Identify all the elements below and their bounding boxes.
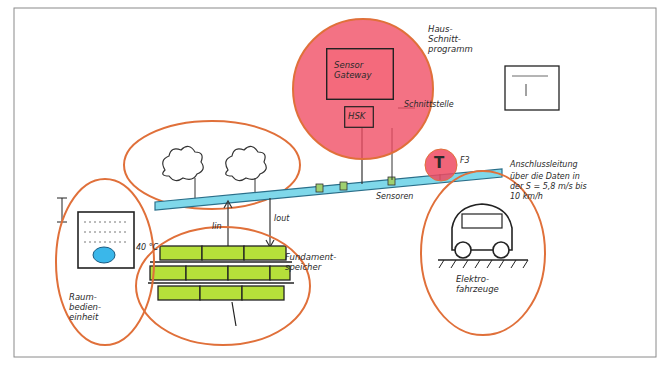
leader-line <box>232 302 236 326</box>
device-box <box>78 212 134 268</box>
ground-hatch <box>439 260 528 268</box>
monitor-line <box>512 76 548 77</box>
highlight-circle-shape <box>293 19 433 159</box>
brick <box>150 266 186 280</box>
sensor-circle: T <box>424 148 458 182</box>
gateway-box-shape <box>327 49 394 100</box>
cloud-symbol <box>226 146 267 180</box>
group-ellipse-shape <box>56 179 154 345</box>
annotation-label: Schnittstelle <box>404 100 464 110</box>
device-grid <box>84 242 128 243</box>
car-wheel <box>455 242 471 258</box>
storage-bricks <box>148 246 294 326</box>
flow-arrow <box>227 203 228 248</box>
brick <box>244 246 286 260</box>
brick <box>160 246 202 260</box>
group-ellipse: Fundament- speicher <box>135 226 311 346</box>
annotation-label: über die Daten in der S = 5,8 m/s bis 10… <box>510 172 590 202</box>
device-dial <box>93 247 115 263</box>
monitor-symbol <box>505 66 559 110</box>
monitor-line <box>526 84 527 96</box>
module-box-shape <box>345 107 374 128</box>
device-grid <box>84 232 128 233</box>
leader-line <box>195 178 196 201</box>
node-text: Elektro- fahrzeuge <box>456 274 518 294</box>
node-text: Raum- bedien- einheit <box>69 292 131 322</box>
brick <box>202 246 244 260</box>
group-ellipse-shape <box>136 227 310 345</box>
car-wheel <box>493 242 509 258</box>
bus-coupler <box>316 184 323 192</box>
group-ellipse: Raum- bedien- einheit <box>55 178 155 346</box>
module-box: HSK <box>344 106 374 128</box>
annotation-label: Anschlussleitung <box>510 160 600 170</box>
car-window <box>462 214 502 228</box>
brick <box>158 286 200 300</box>
annotation-label: 40 °C <box>136 243 166 253</box>
ground-line <box>438 259 528 260</box>
group-ellipse-outline <box>135 226 311 346</box>
device-grid <box>84 222 128 223</box>
node-text: T <box>434 154 450 173</box>
annotation-label: Iin <box>212 222 232 232</box>
annotation-label: F3 <box>460 156 480 166</box>
layer-line <box>148 282 294 284</box>
highlight-circle: Haus- Schnitt- programmSensor GatewayHSK <box>292 18 434 160</box>
node-text: Haus- Schnitt- programm <box>428 24 488 54</box>
annotation-label: Sensoren <box>376 192 426 202</box>
node-text: HSK <box>348 111 372 121</box>
frame <box>14 8 656 357</box>
dimension-tick <box>57 198 67 199</box>
node-text: Sensor Gateway <box>334 60 386 80</box>
cloud-symbol <box>163 146 204 180</box>
arrow-head <box>224 201 232 208</box>
layer-line <box>150 261 292 263</box>
flow-arrow <box>269 198 270 246</box>
gateway-box: Sensor Gateway <box>326 48 394 100</box>
sensor-circle-shape <box>425 149 457 181</box>
brick <box>228 266 270 280</box>
node-text: Fundament- speicher <box>285 252 349 272</box>
bus-coupler <box>340 182 347 190</box>
brick <box>186 266 228 280</box>
annotation-label: Iout <box>274 214 296 224</box>
brick <box>200 286 242 300</box>
brick <box>242 286 284 300</box>
car-symbol <box>438 204 528 268</box>
